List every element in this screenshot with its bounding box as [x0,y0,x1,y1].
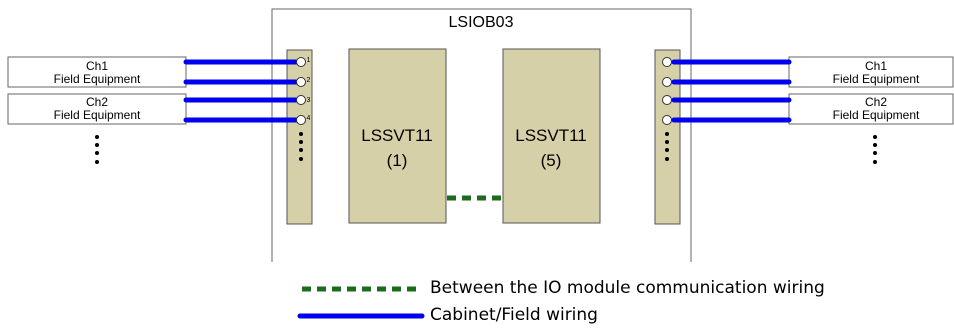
terminal-right-3 [662,95,672,105]
legend-comm-wiring-label: Between the IO module communication wiri… [430,278,825,298]
ellipsis-left-field [95,135,99,164]
terminal-left-4-number: 4 [307,115,311,122]
module-left-index: (1) [387,151,408,170]
field-box-left-1-label: Field Equipment [54,72,141,86]
ellipsis-right-strip [665,132,669,161]
ellipsis-right-field [873,135,877,164]
cabinet-outline [271,8,692,262]
terminal-left-3-number: 3 [307,97,311,104]
terminal-right-1 [662,57,672,67]
cabinet-label: LSIOB03 [449,14,514,31]
module-left-name: LSSVT11 [361,126,433,145]
terminal-left-4 [296,115,306,125]
field-box-left-2 [7,93,187,125]
field-box-left-1-channel: Ch1 [86,59,108,73]
system-diagram: LSIOB03 LSSVT11 (1) LSSVT11 (5) Ch1 Fiel… [7,8,954,319]
field-box-left-2-channel: Ch2 [86,95,108,109]
field-box-left-2-label: Field Equipment [54,108,141,122]
terminal-left-1-number: 1 [307,57,311,64]
module-right-index: (5) [541,151,562,170]
terminal-left-3 [296,95,306,105]
terminal-left-2-number: 2 [307,77,311,84]
field-box-right-2 [788,93,954,125]
module-left [348,48,447,224]
terminal-left-2 [296,77,306,87]
field-box-right-1 [788,56,954,88]
ellipsis-left-strip [299,132,303,161]
terminal-right-2 [662,77,672,87]
terminal-right-4 [662,115,672,125]
terminal-left-1 [296,57,306,67]
field-box-right-2-label: Field Equipment [833,108,920,122]
legend-field-wiring: Cabinet/Field wiring [300,305,940,335]
module-right [502,48,601,224]
legend-comm-wiring: Between the IO module communication wiri… [300,278,940,308]
field-box-left-1 [7,56,187,88]
field-box-right-1-label: Field Equipment [833,72,920,86]
field-box-right-1-channel: Ch1 [865,59,887,73]
field-box-right-2-channel: Ch2 [865,95,887,109]
terminal-strip-right [654,49,681,225]
module-right-name: LSSVT11 [515,126,587,145]
legend-field-wiring-label: Cabinet/Field wiring [430,305,598,325]
